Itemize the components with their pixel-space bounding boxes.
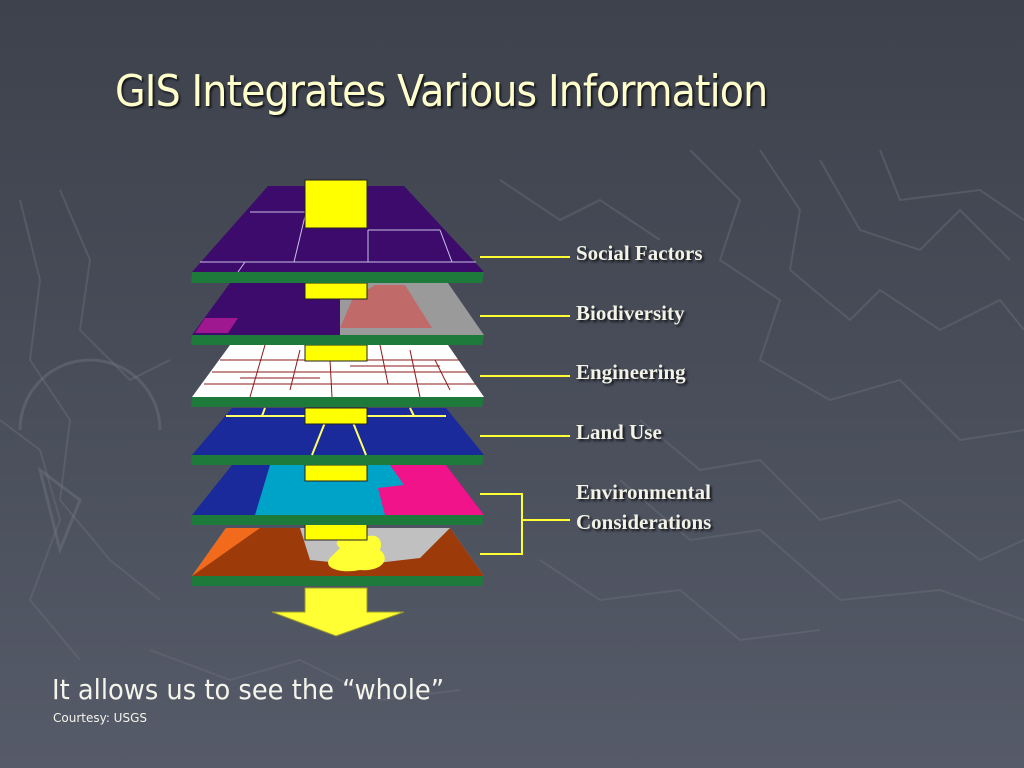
label-biodiversity: Biodiversity — [576, 301, 685, 325]
layer-social-factors — [191, 179, 484, 283]
label-social-factors: Social Factors — [576, 241, 703, 265]
image-credit: Courtesy: USGS — [53, 711, 148, 725]
slide-title: GIS Integrates Various Information — [115, 66, 768, 117]
layer-land-use — [191, 407, 484, 465]
label-environmental: Environmental — [576, 480, 711, 504]
label-connectors — [480, 256, 570, 555]
layer-biodiversity — [191, 282, 484, 345]
slide-tagline: It allows us to see the “whole” — [52, 673, 445, 706]
label-land-use: Land Use — [576, 420, 662, 444]
down-arrow-icon — [271, 587, 405, 637]
label-considerations: Considerations — [576, 510, 712, 534]
layer-engineering — [191, 344, 484, 407]
layer-land-cover — [191, 464, 484, 525]
layer-environmental — [191, 523, 484, 586]
label-engineering: Engineering — [576, 360, 686, 384]
